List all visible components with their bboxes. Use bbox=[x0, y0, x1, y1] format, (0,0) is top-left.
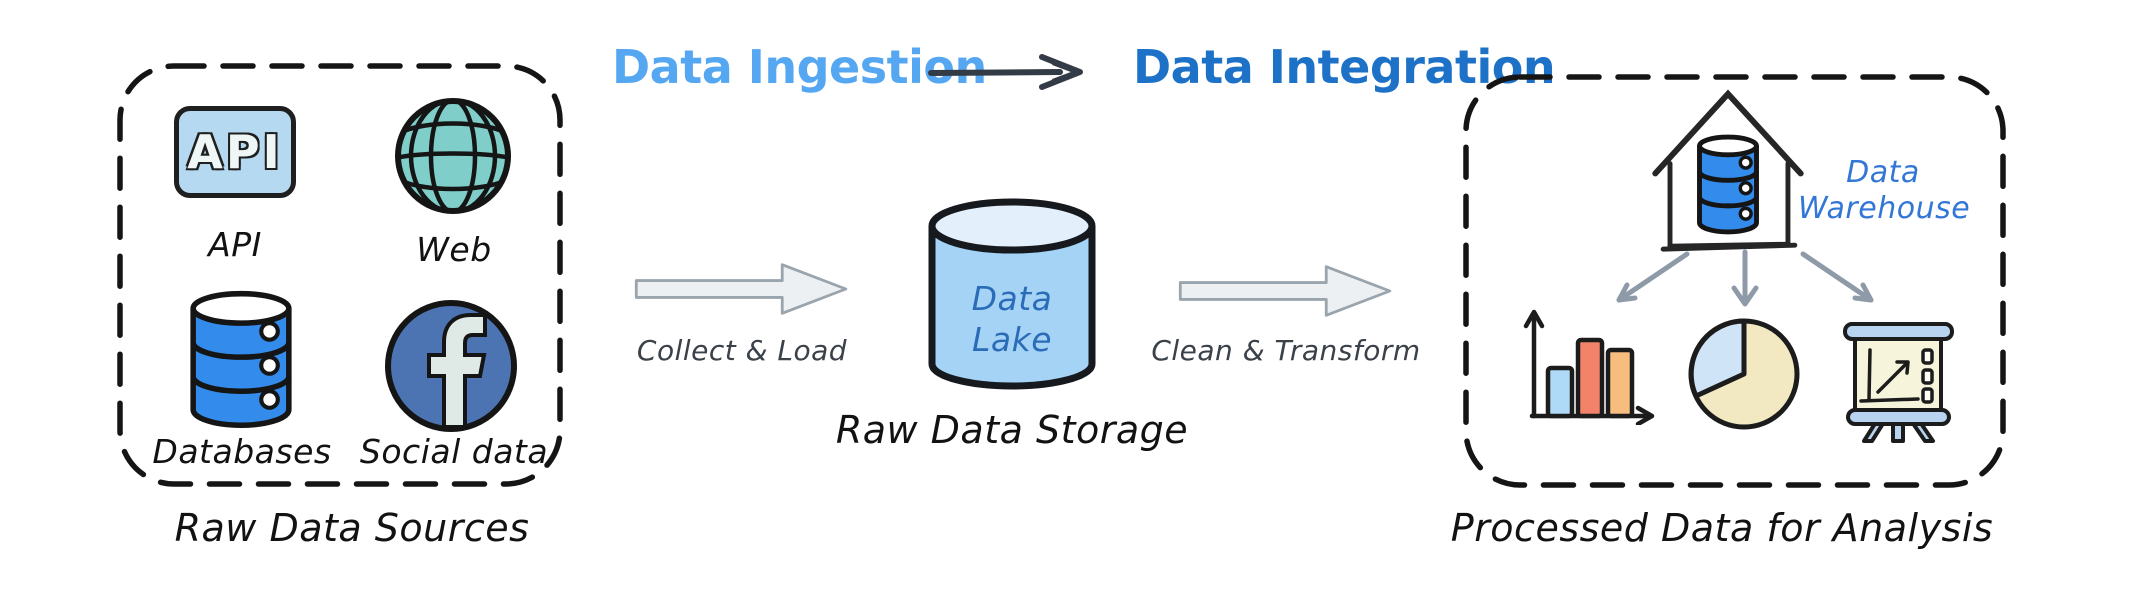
data-lake-cylinder-icon bbox=[928, 198, 1096, 390]
pie-chart-icon bbox=[1688, 318, 1800, 430]
social-data-label: Social data bbox=[359, 432, 549, 471]
database-icon bbox=[190, 290, 292, 428]
warehouse-fanout-arrows-icon bbox=[1616, 249, 1874, 307]
collect-load-label: Collect & Load bbox=[636, 334, 848, 367]
data-lake-label-line1: Data bbox=[971, 279, 1053, 318]
presentation-icon bbox=[1843, 322, 1954, 443]
clean-transform-arrow-icon bbox=[1178, 265, 1392, 317]
dashed-border bbox=[1463, 74, 2006, 488]
raw-data-sources-group: API API Web Databases bbox=[116, 62, 564, 488]
data-lake-group: Data Lake bbox=[922, 196, 1102, 401]
processed-data-group: Data Warehouse bbox=[1462, 73, 2007, 489]
raw-data-sources-caption: Raw Data Sources bbox=[174, 506, 530, 550]
facebook-icon bbox=[385, 300, 517, 432]
data-warehouse-label-line2: Warehouse bbox=[1798, 191, 1971, 226]
data-warehouse-label: Data Warehouse bbox=[1798, 155, 1971, 227]
api-icon: API bbox=[174, 106, 296, 198]
ingestion-to-integration-arrow-icon bbox=[928, 54, 1083, 90]
api-badge-text: API bbox=[187, 125, 283, 179]
data-ingestion-title: Data Ingestion bbox=[612, 40, 987, 94]
collect-load-arrow-icon bbox=[634, 263, 848, 315]
dashed-border bbox=[117, 63, 563, 487]
databases-label: Databases bbox=[152, 432, 332, 471]
processed-data-caption: Processed Data for Analysis bbox=[1450, 506, 1994, 550]
data-lake-label-line2: Lake bbox=[971, 320, 1053, 360]
bar-chart-icon bbox=[1523, 309, 1655, 425]
data-warehouse-icon bbox=[1652, 89, 1804, 252]
globe-icon bbox=[395, 98, 511, 214]
raw-data-storage-caption: Raw Data Storage bbox=[835, 408, 1189, 452]
data-warehouse-label-line1: Data bbox=[1846, 155, 1920, 190]
data-integration-title: Data Integration bbox=[1133, 40, 1556, 94]
clean-transform-label: Clean & Transform bbox=[1151, 334, 1421, 367]
api-label: API bbox=[208, 225, 262, 264]
web-label: Web bbox=[416, 230, 492, 269]
data-lake-label: Data Lake bbox=[922, 278, 1102, 361]
